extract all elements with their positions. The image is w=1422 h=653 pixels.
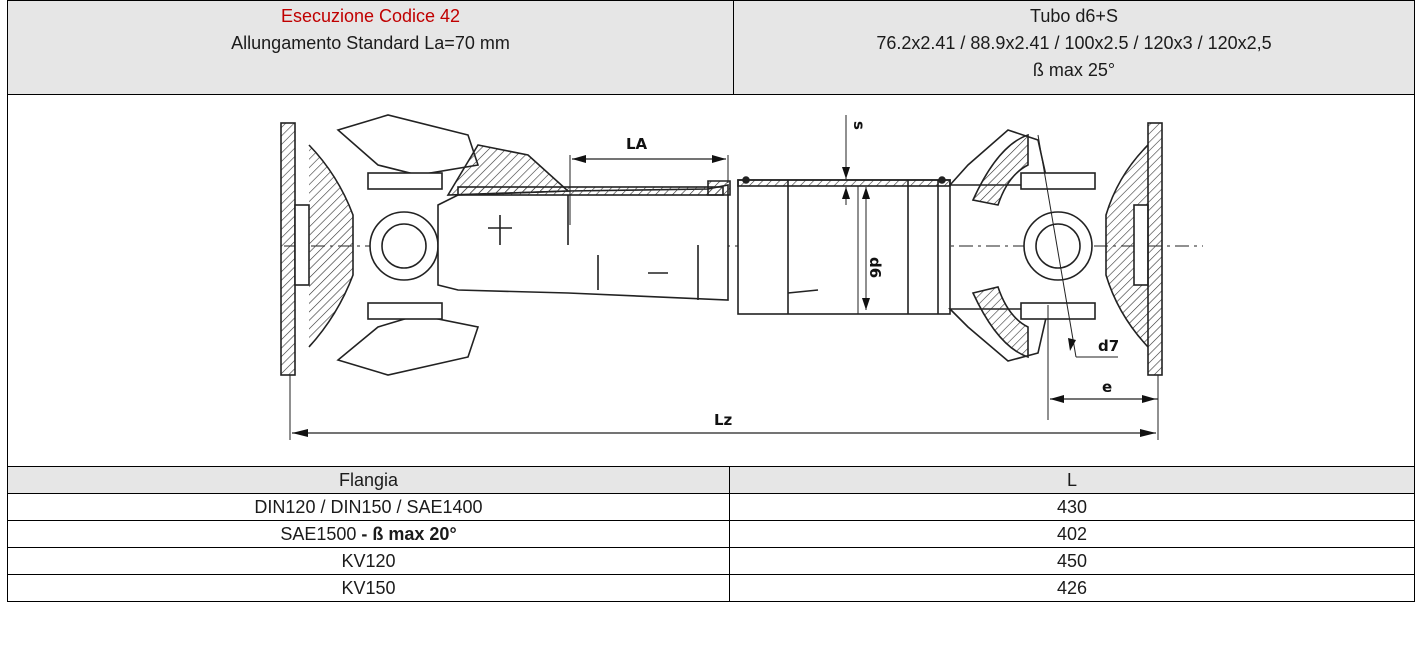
max-angle-text: ß max 25° xyxy=(1032,60,1116,80)
tube-sizes-text: 76.2x2.41 / 88.9x2.41 / 100x2.5 / 120x3 … xyxy=(876,33,1272,53)
length-cell: 402 xyxy=(729,520,1415,548)
flange-length-table: Flangia L DIN120 / DIN150 / SAE1400 430 … xyxy=(7,466,1415,602)
max-angle-note: - ß max 20° xyxy=(356,524,457,544)
right-joint xyxy=(1023,211,1093,281)
right-flange xyxy=(1147,122,1163,376)
column-header-l: L xyxy=(729,466,1415,494)
d6-label: d6 xyxy=(866,257,884,278)
technical-drawing: LA s d6 d7 e Lz xyxy=(7,94,1415,466)
length-cell: 430 xyxy=(729,493,1415,521)
d7-label: d7 xyxy=(1098,337,1119,355)
flangia-value: KV120 xyxy=(341,551,396,571)
table-row: DIN120 / DIN150 / SAE1400 430 xyxy=(7,493,1415,521)
flangia-value: KV150 xyxy=(341,578,396,598)
la-label: LA xyxy=(626,135,648,153)
tube-title: Tubo d6+S xyxy=(1030,6,1118,26)
execution-code-title: Esecuzione Codice 42 xyxy=(280,6,461,26)
spline-shaft xyxy=(437,184,729,301)
column-header-flangia: Flangia xyxy=(7,466,730,494)
document: Esecuzione Codice 42 Allungamento Standa… xyxy=(7,0,1415,602)
table-row: KV120 450 xyxy=(7,547,1415,575)
header-left-cell: Esecuzione Codice 42 Allungamento Standa… xyxy=(8,1,734,94)
length-cell: 426 xyxy=(729,574,1415,602)
left-flange xyxy=(280,122,296,376)
flangia-cell: DIN120 / DIN150 / SAE1400 xyxy=(7,493,730,521)
lz-label: Lz xyxy=(714,411,733,429)
table-header-row: Flangia L xyxy=(7,466,1415,494)
header-row: Esecuzione Codice 42 Allungamento Standa… xyxy=(7,0,1415,94)
length-cell: 450 xyxy=(729,547,1415,575)
cardan-shaft-drawing: LA s d6 d7 e Lz xyxy=(280,114,1203,440)
flangia-value: DIN120 / DIN150 / SAE1400 xyxy=(254,497,483,517)
header-right-cell: Tubo d6+S 76.2x2.41 / 88.9x2.41 / 100x2.… xyxy=(734,1,1414,94)
flangia-cell: KV120 xyxy=(7,547,730,575)
tube xyxy=(737,179,951,315)
table-row: KV150 426 xyxy=(7,574,1415,602)
table-row: SAE1500 - ß max 20° 402 xyxy=(7,520,1415,548)
flangia-cell: KV150 xyxy=(7,574,730,602)
flangia-value: SAE1500 xyxy=(280,524,357,544)
e-label: e xyxy=(1102,378,1112,396)
left-joint xyxy=(369,211,439,281)
standard-extension-text: Allungamento Standard La=70 mm xyxy=(231,33,510,53)
s-label: s xyxy=(850,121,868,130)
flangia-cell: SAE1500 - ß max 20° xyxy=(7,520,730,548)
